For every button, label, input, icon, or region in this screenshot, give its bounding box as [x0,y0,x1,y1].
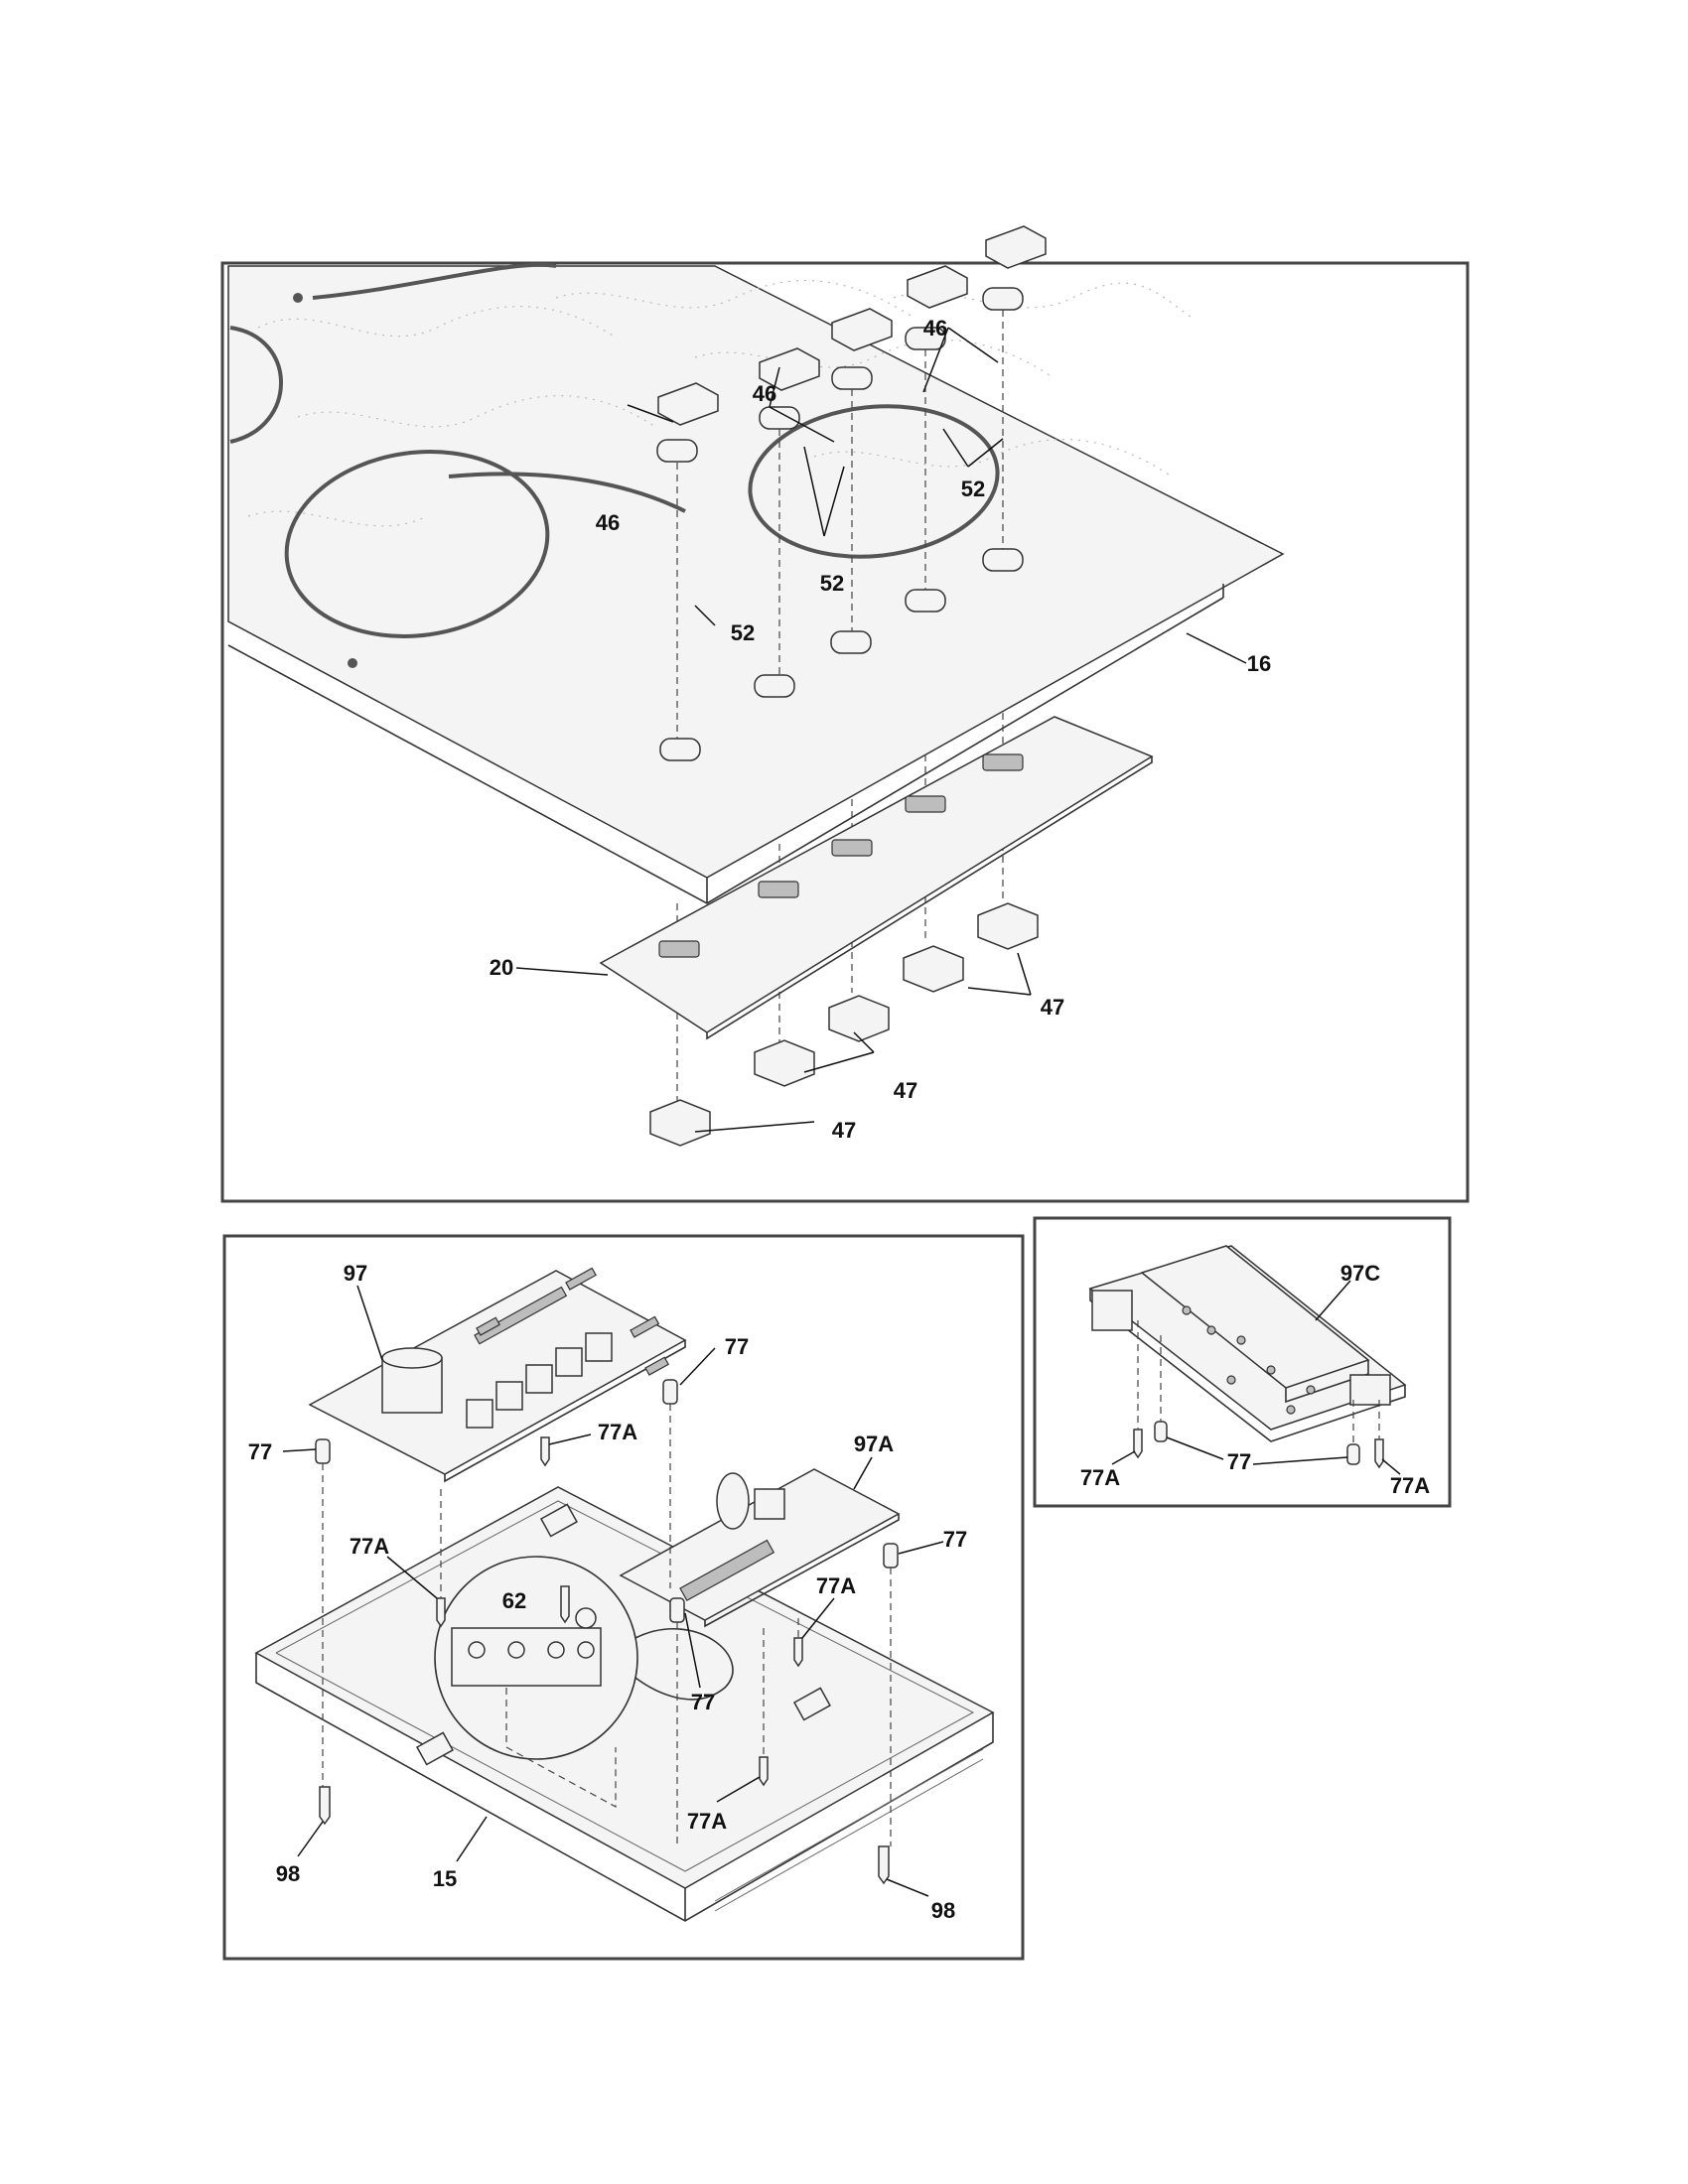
screw-98-right [878,1845,890,1885]
glass-cooktop-16 [227,265,1285,879]
callout-46: 46 [923,316,947,341]
alignment-lines-97c [1137,1320,1380,1444]
callout-97: 97 [344,1261,367,1286]
chassis-slots [714,1748,984,1912]
callout-77: 77 [943,1527,967,1552]
callout-98: 98 [276,1861,300,1886]
panel-frame-bottom-right [1033,1216,1452,1508]
glass-key-openings [659,548,1024,761]
panel-alt-board: 97C 77A 77 77A [1033,1216,1452,1508]
push-pins-77a [436,1436,803,1787]
callout-77a: 77A [350,1534,389,1559]
pin-77a-right [1374,1438,1384,1469]
callout-52: 52 [961,477,985,501]
callout-52: 52 [820,571,844,596]
leaders-top [515,327,1247,1133]
screw-98-left [319,1786,331,1826]
burner-ring-left [229,326,283,444]
standoff-77-right [1346,1443,1360,1465]
panel-frame-bottom-left [222,1234,1025,1961]
relays [466,1286,613,1429]
leaders-bottom-left [282,1285,944,1897]
nut [575,1607,597,1629]
callout-46: 46 [753,381,776,406]
callout-47: 47 [894,1078,917,1103]
callout-77a: 77A [598,1420,637,1444]
callout-77: 77 [248,1439,272,1464]
callout-52: 52 [731,620,755,645]
burner-ring-large [284,450,550,638]
callout-97a: 97A [854,1432,894,1456]
callout-47: 47 [1041,995,1064,1020]
callout-47: 47 [832,1118,856,1143]
callout-77a: 77A [1390,1473,1430,1498]
callout-77: 77 [691,1690,715,1714]
callout-77a: 77A [816,1573,856,1598]
callout-77: 77 [725,1334,749,1359]
callout-20: 20 [490,955,513,980]
switches-47 [649,902,1039,1147]
terminal-block-detail [434,1556,638,1760]
alignment-lines-top [676,310,1004,1112]
callout-16: 16 [1247,651,1271,676]
pin-77a-left [1133,1429,1143,1459]
board-97c-relay [1349,1374,1391,1406]
screw-62 [560,1585,570,1624]
callout-77a: 77A [687,1809,727,1834]
callout-15: 15 [433,1866,457,1891]
keyboard-displays [658,753,1024,958]
terminal-screws [468,1641,595,1659]
board-97-connectors [476,1267,669,1376]
callout-62: 62 [502,1588,526,1613]
panel-cooktop-controls: 46 46 46 52 52 52 16 20 47 47 47 [220,225,1470,1203]
burner-ring-small [748,404,1000,559]
board-97c-connector [1091,1290,1133,1331]
panel-frame-top [220,261,1470,1203]
board-97c-components [1182,1305,1316,1415]
callout-77: 77 [1227,1449,1251,1474]
keycaps-46 [657,225,1047,426]
callout-77a: 77A [1080,1465,1120,1490]
callout-46: 46 [596,510,620,535]
seals-52 [656,287,1024,463]
callout-97c: 97C [1340,1261,1380,1286]
standoff-77-left [1154,1421,1168,1442]
capacitor [716,1472,750,1530]
callout-98: 98 [931,1898,955,1923]
panel-control-box: 97 77 77 77A 97A 77 77A 77A 62 77 77A 98… [222,1234,1025,1961]
alignment-lines-bottom [322,1404,892,1846]
leaders-97c [1111,1280,1401,1475]
